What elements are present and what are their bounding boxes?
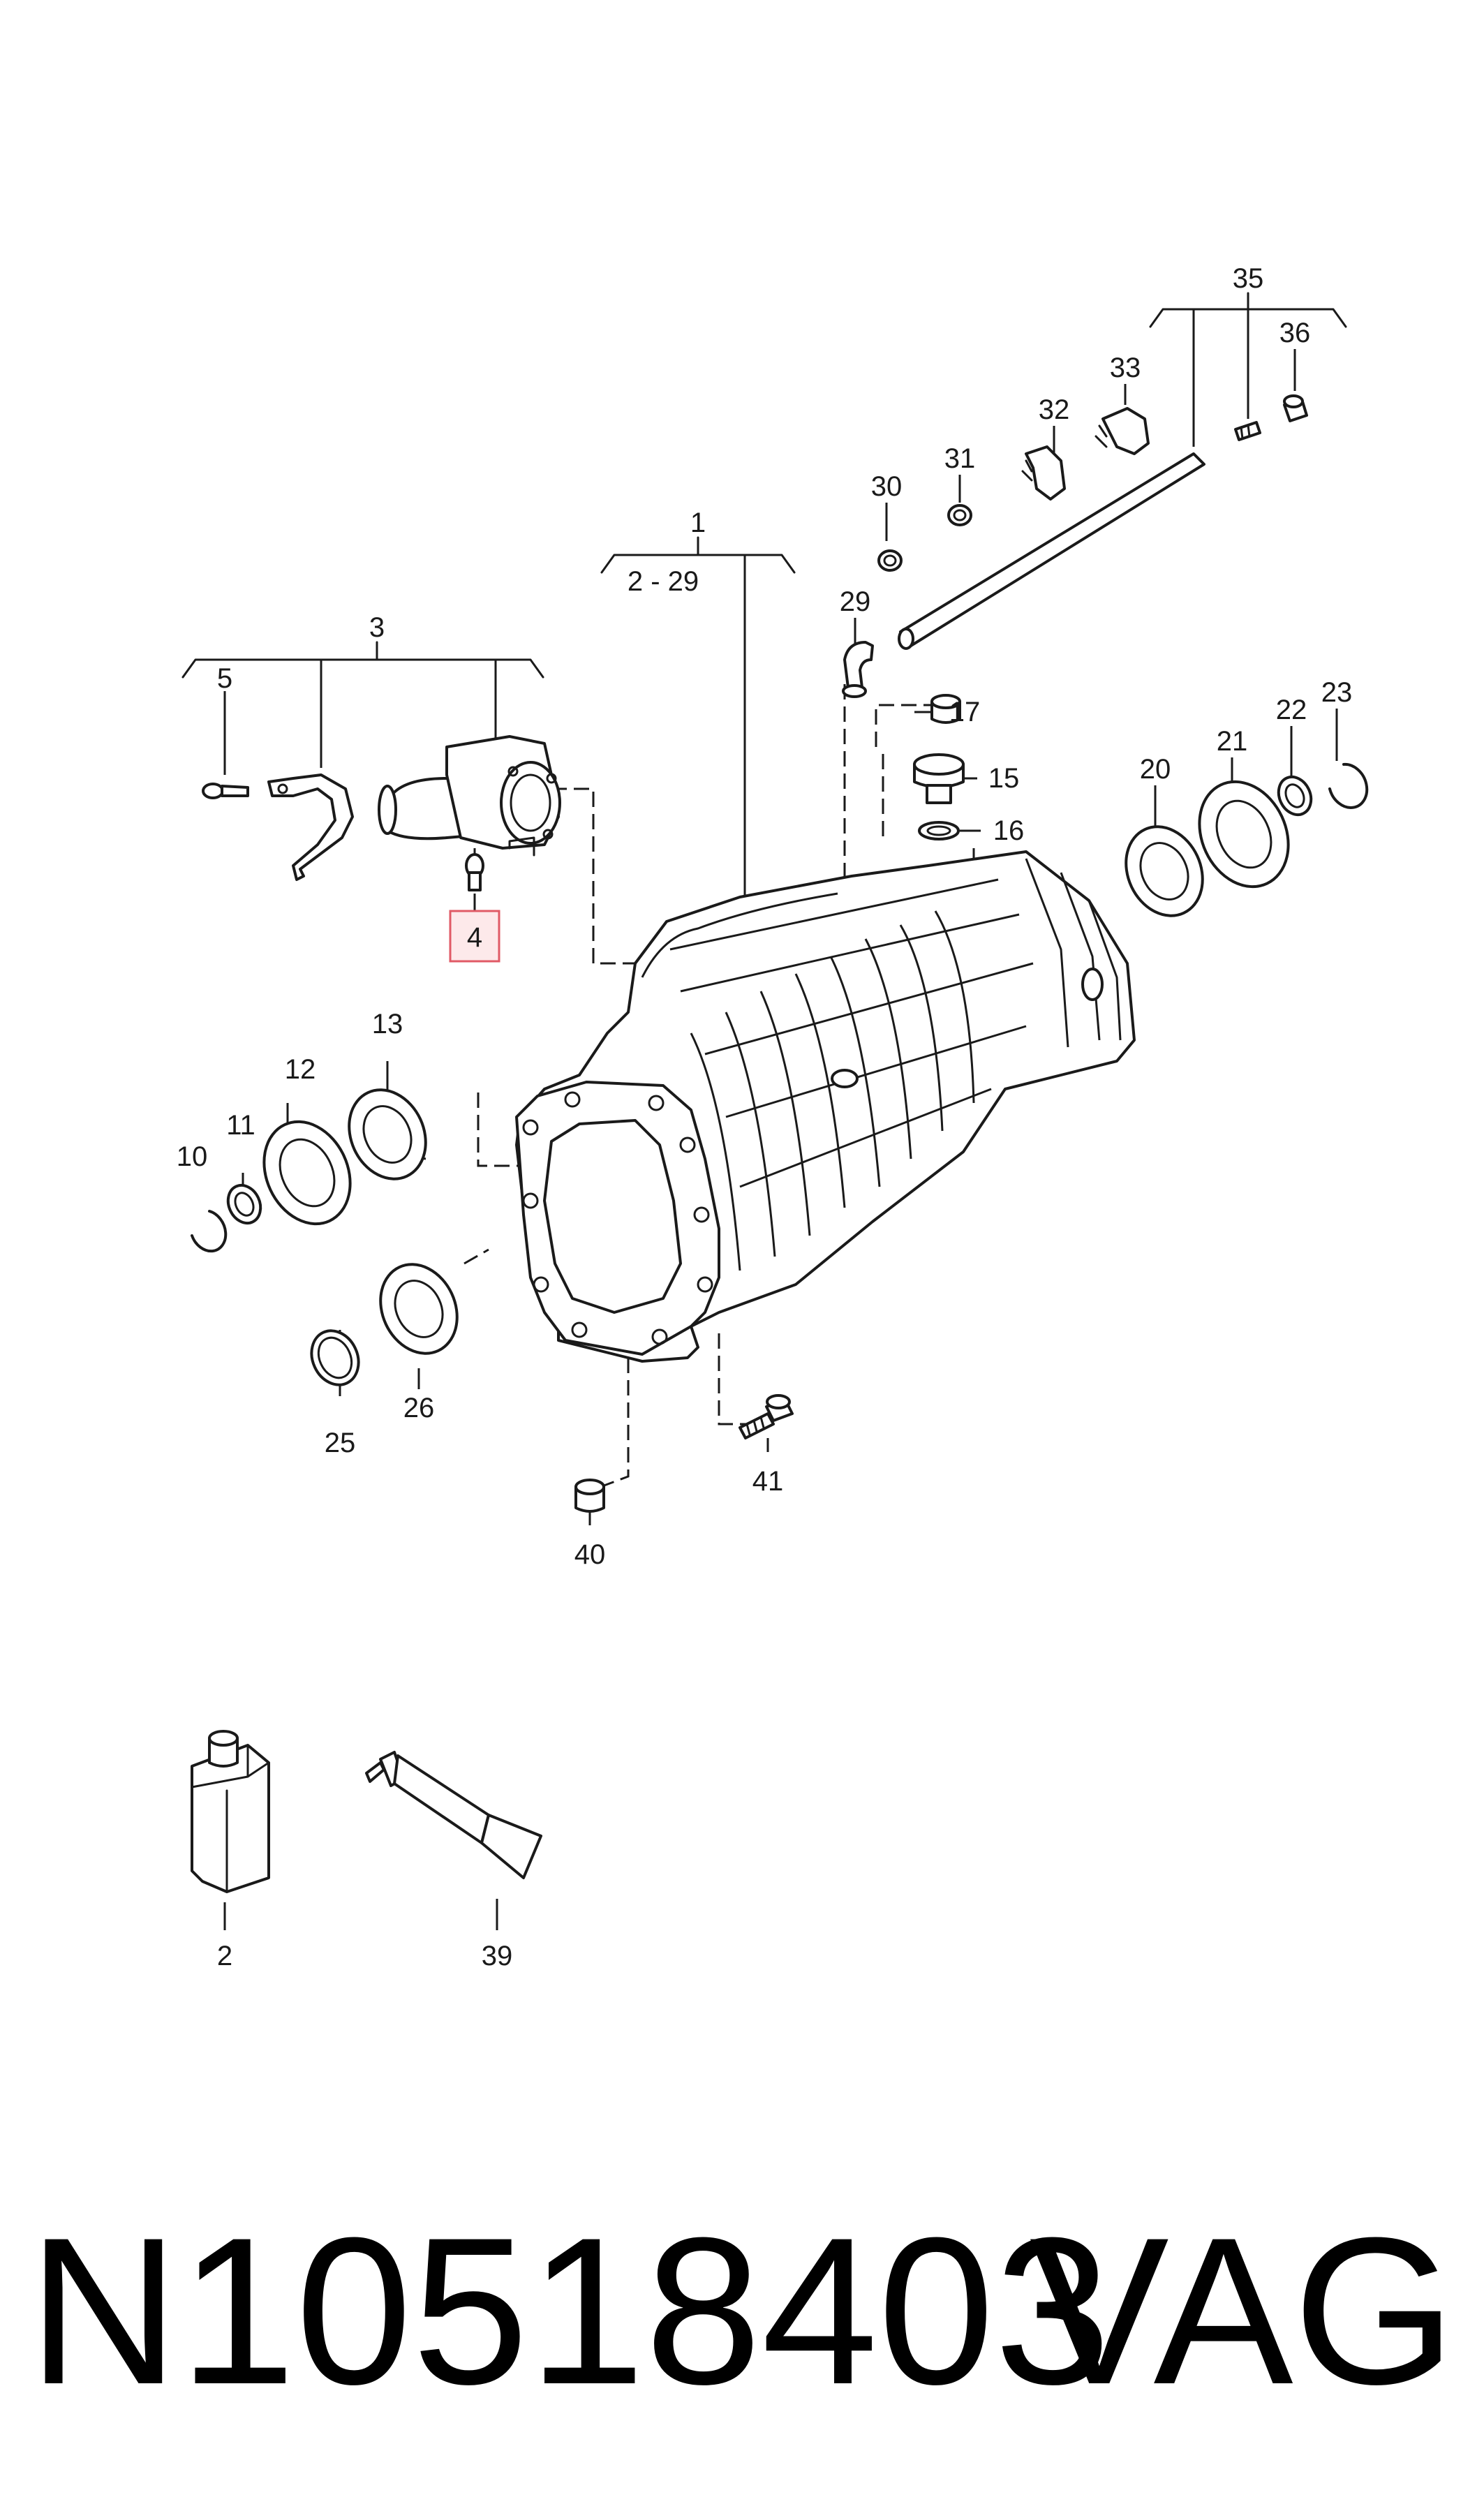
highlight-box-part-4 [449,910,500,963]
breather-pipe [898,452,1205,650]
housing-ribs [641,858,1122,1271]
part-16-seal-ring [918,821,960,840]
actuator-bracket [267,773,354,881]
part-31-clamp [947,504,972,526]
callout-2-29: 2 - 29 [628,566,699,597]
callout-31: 31 [944,443,976,474]
part-20-seal [1125,825,1204,917]
part-17-plug [930,694,961,724]
bracket-group-1 [600,536,796,574]
part-35-bolt [1234,421,1261,441]
callout-40: 40 [574,1539,606,1570]
bracket-group-3 [181,641,544,679]
callout-36: 36 [1279,318,1311,348]
callout-5: 5 [217,663,232,694]
callout-17: 17 [949,697,981,727]
part-36-cap [1283,394,1308,422]
callout-labels: 1 2 - 29 3 4 5 10 11 12 13 15 16 17 20 2… [177,263,1353,1971]
part-4-bolt [465,853,484,891]
part-26-seal [379,1263,459,1355]
part-25-o-ring [310,1329,360,1386]
part-40-plug [574,1479,605,1513]
housing-flange-bolts [522,1091,713,1345]
part-41-bolt [739,1394,794,1439]
callout-1: 1 [690,508,706,538]
callout-11: 11 [226,1110,255,1141]
callout-20: 20 [1140,754,1171,785]
callout-29: 29 [840,586,871,617]
part-number: N10518403 [28,2193,1111,2428]
callout-23: 23 [1321,677,1353,708]
part-39-sealant-tube [365,1751,542,1879]
callout-12: 12 [285,1054,316,1085]
callout-15: 15 [988,763,1020,794]
part-22-o-ring [1277,775,1313,817]
callout-2: 2 [217,1941,232,1971]
breather-elbow [842,641,874,698]
callout-21: 21 [1217,726,1248,757]
part-15-drain-plug [913,753,965,804]
callout-39: 39 [482,1941,513,1971]
part-10-circlip [191,1210,228,1253]
part-13-seal [348,1088,427,1180]
callout-22: 22 [1276,695,1307,725]
callout-35: 35 [1233,263,1264,294]
callout-4: 4 [467,922,482,953]
callout-16: 16 [993,815,1025,846]
part-11-o-ring [226,1183,262,1225]
brand-name: VAG [1029,2193,1456,2428]
part-21-seal [1198,780,1290,889]
part-33-holder [1095,407,1150,455]
part-30-clamp [877,549,903,572]
callout-25: 25 [325,1428,356,1458]
callout-3: 3 [369,612,385,643]
part-23-circlip [1328,762,1369,809]
callout-41: 41 [752,1466,784,1497]
part-12-seal [262,1120,352,1226]
part-32-holder [1021,445,1066,501]
callout-13: 13 [372,1009,403,1039]
callout-32: 32 [1039,394,1070,425]
callout-30: 30 [871,471,903,502]
callout-33: 33 [1110,353,1141,383]
part-2-oil-bottle [191,1730,270,1893]
callout-26: 26 [403,1393,435,1423]
actuator-assembly [378,735,561,857]
callout-10: 10 [177,1141,208,1172]
part-5-bolt [202,783,249,799]
transmission-housing [515,850,1136,1363]
